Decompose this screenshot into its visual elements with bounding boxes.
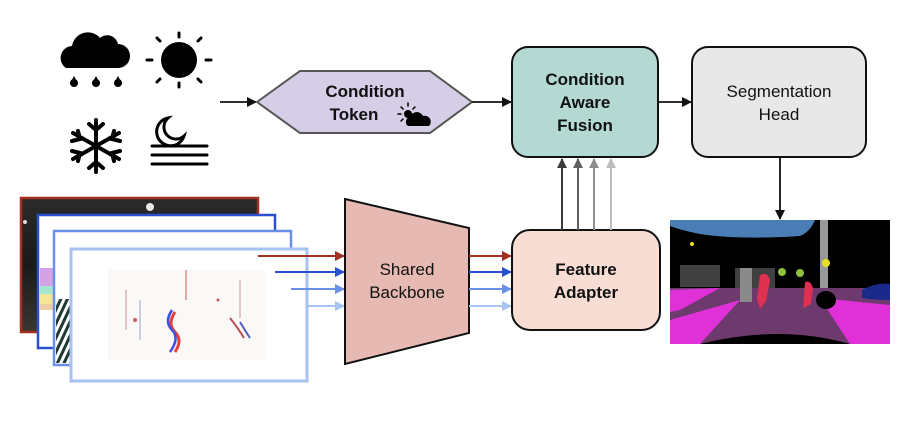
- backbone-label: Shared Backbone: [345, 258, 469, 304]
- fusion-line2: Aware: [559, 93, 611, 112]
- backbone-line1: Shared: [379, 260, 435, 279]
- seg-head-line2: Head: [758, 105, 800, 124]
- feature-adapter-node: [511, 229, 661, 331]
- snowflake-icon: [70, 118, 122, 174]
- fusion-label: Condition Aware Fusion: [512, 68, 658, 137]
- event-image: [108, 270, 266, 360]
- adapter-label: Feature Adapter: [512, 258, 660, 304]
- segmentation-head-node: [691, 46, 867, 158]
- seg-head-label: Segmentation Head: [692, 80, 866, 126]
- condition-token-line1: Condition: [325, 82, 405, 101]
- seg-head-line1: Segmentation: [726, 82, 832, 101]
- fusion-line1: Condition: [545, 70, 625, 89]
- backbone-streams: [469, 251, 512, 311]
- input-frame-event: [69, 247, 309, 383]
- segmentation-output: [670, 220, 890, 344]
- rain-cloud-icon: [60, 32, 130, 88]
- fusion-line3: Fusion: [557, 116, 613, 135]
- condition-token-label: Condition Token: [300, 80, 430, 126]
- partly-cloudy-icon: [397, 102, 431, 126]
- adapter-line2: Adapter: [553, 283, 619, 302]
- shared-backbone-node: [344, 197, 470, 366]
- adapter-line1: Feature: [555, 260, 617, 279]
- condition-token-line2: Token: [329, 105, 379, 124]
- moon-fog-icon: [150, 115, 209, 166]
- sun-icon: [145, 31, 213, 89]
- backbone-line2: Backbone: [369, 283, 445, 302]
- input-streams: [258, 251, 345, 311]
- adapter-to-fusion-arrows: [557, 158, 616, 230]
